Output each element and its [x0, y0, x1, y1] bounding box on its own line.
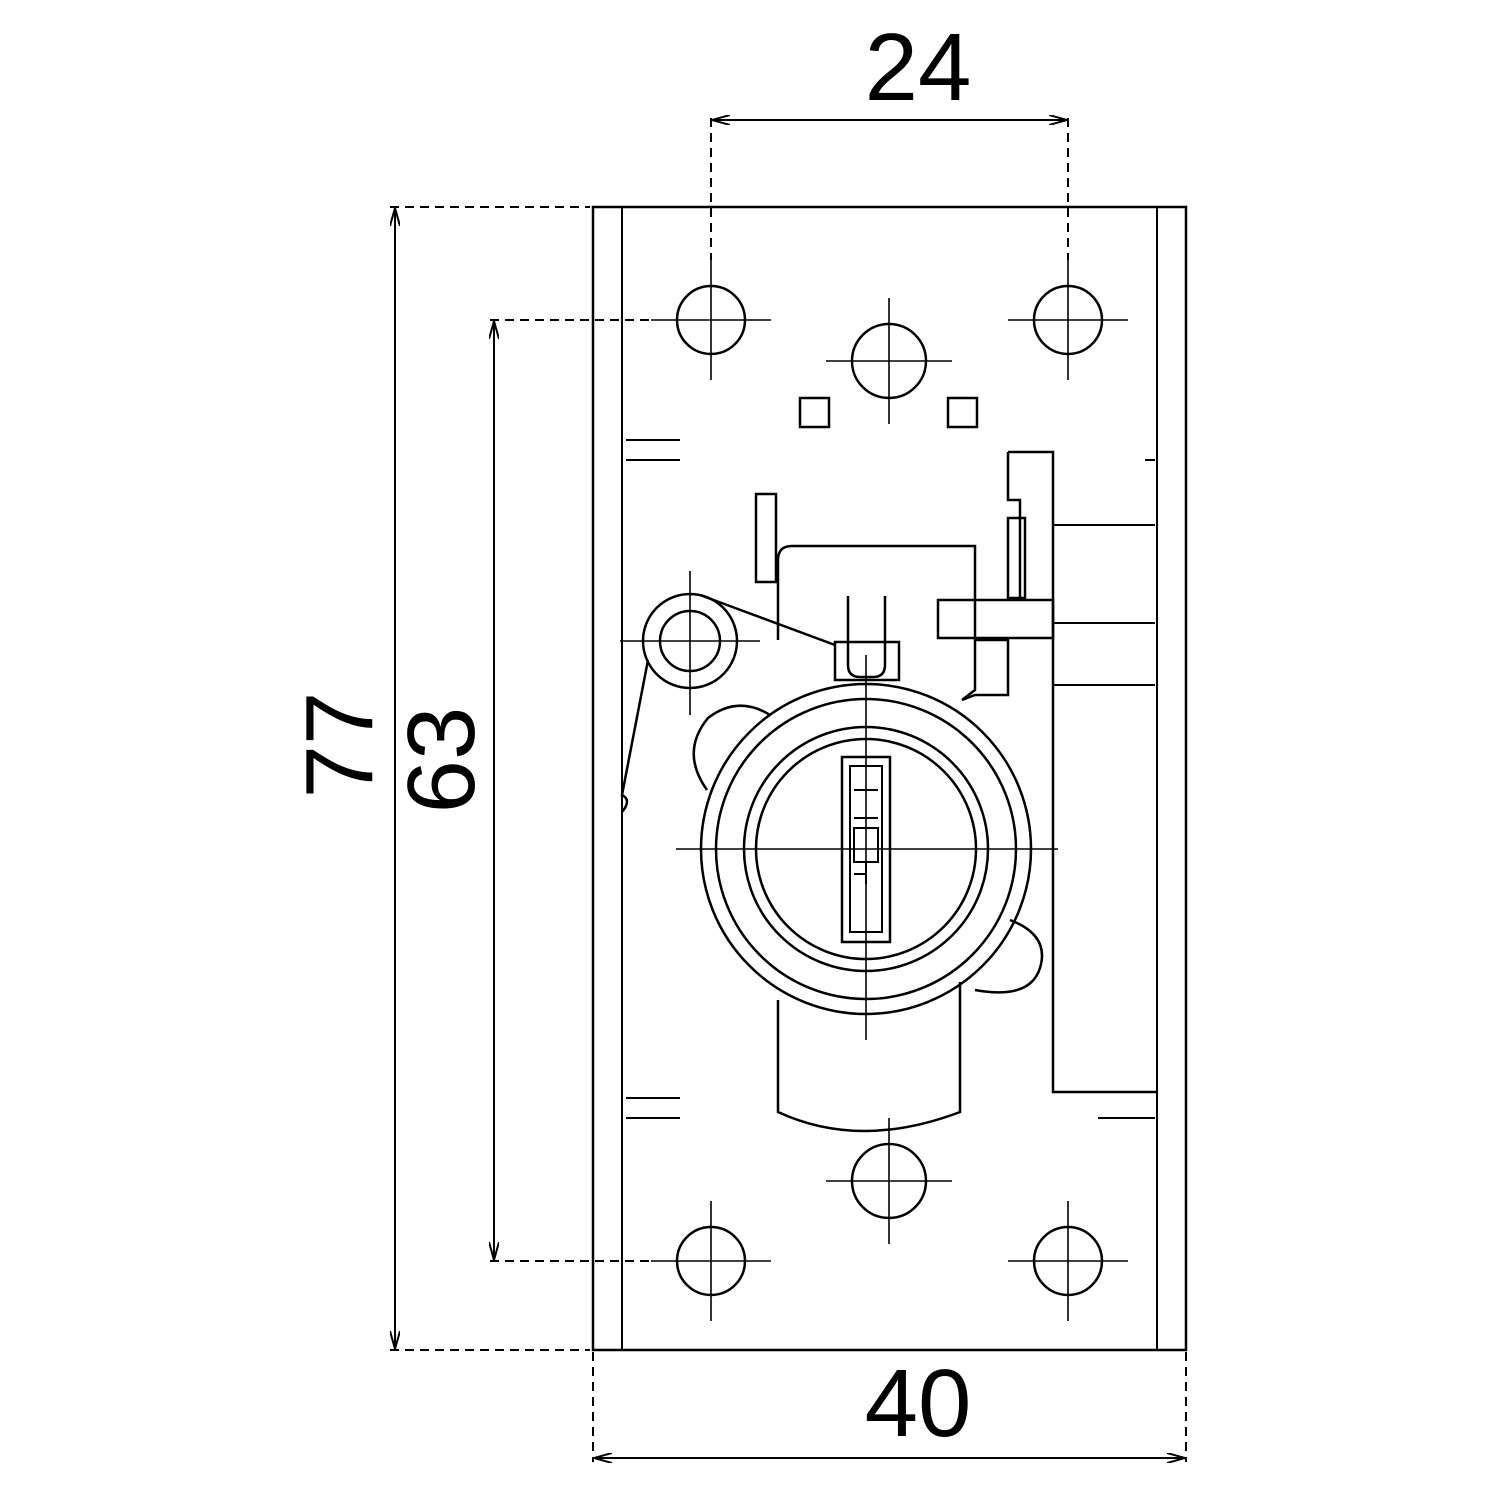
screw-hole-bottom-right: [1008, 1201, 1128, 1321]
screw-hole-top-left: [651, 260, 771, 380]
screw-holes: [651, 260, 1128, 1321]
key-cylinder: [676, 655, 1058, 1040]
dimension-overall-width: 40: [592, 1350, 1187, 1462]
dimension-hole-spacing-height: 63: [388, 319, 650, 1262]
dimension-hole-spacing-width: 24: [710, 14, 1069, 260]
screw-hole-bottom-center: [826, 1118, 952, 1244]
dim-label-40: 40: [865, 1350, 972, 1457]
keyway: [840, 755, 892, 944]
dim-label-77: 77: [286, 692, 393, 799]
dimension-overall-height: 77: [286, 206, 590, 1351]
screw-hole-bottom-left: [651, 1201, 771, 1321]
mounting-plate: [591, 205, 1188, 1352]
dim-label-63: 63: [388, 707, 495, 814]
dim-label-24: 24: [865, 14, 972, 121]
lock-body: [620, 450, 1157, 1133]
screw-hole-top-right: [1008, 260, 1128, 380]
square-slots: [798, 396, 979, 429]
screw-hole-top-center: [826, 298, 952, 424]
